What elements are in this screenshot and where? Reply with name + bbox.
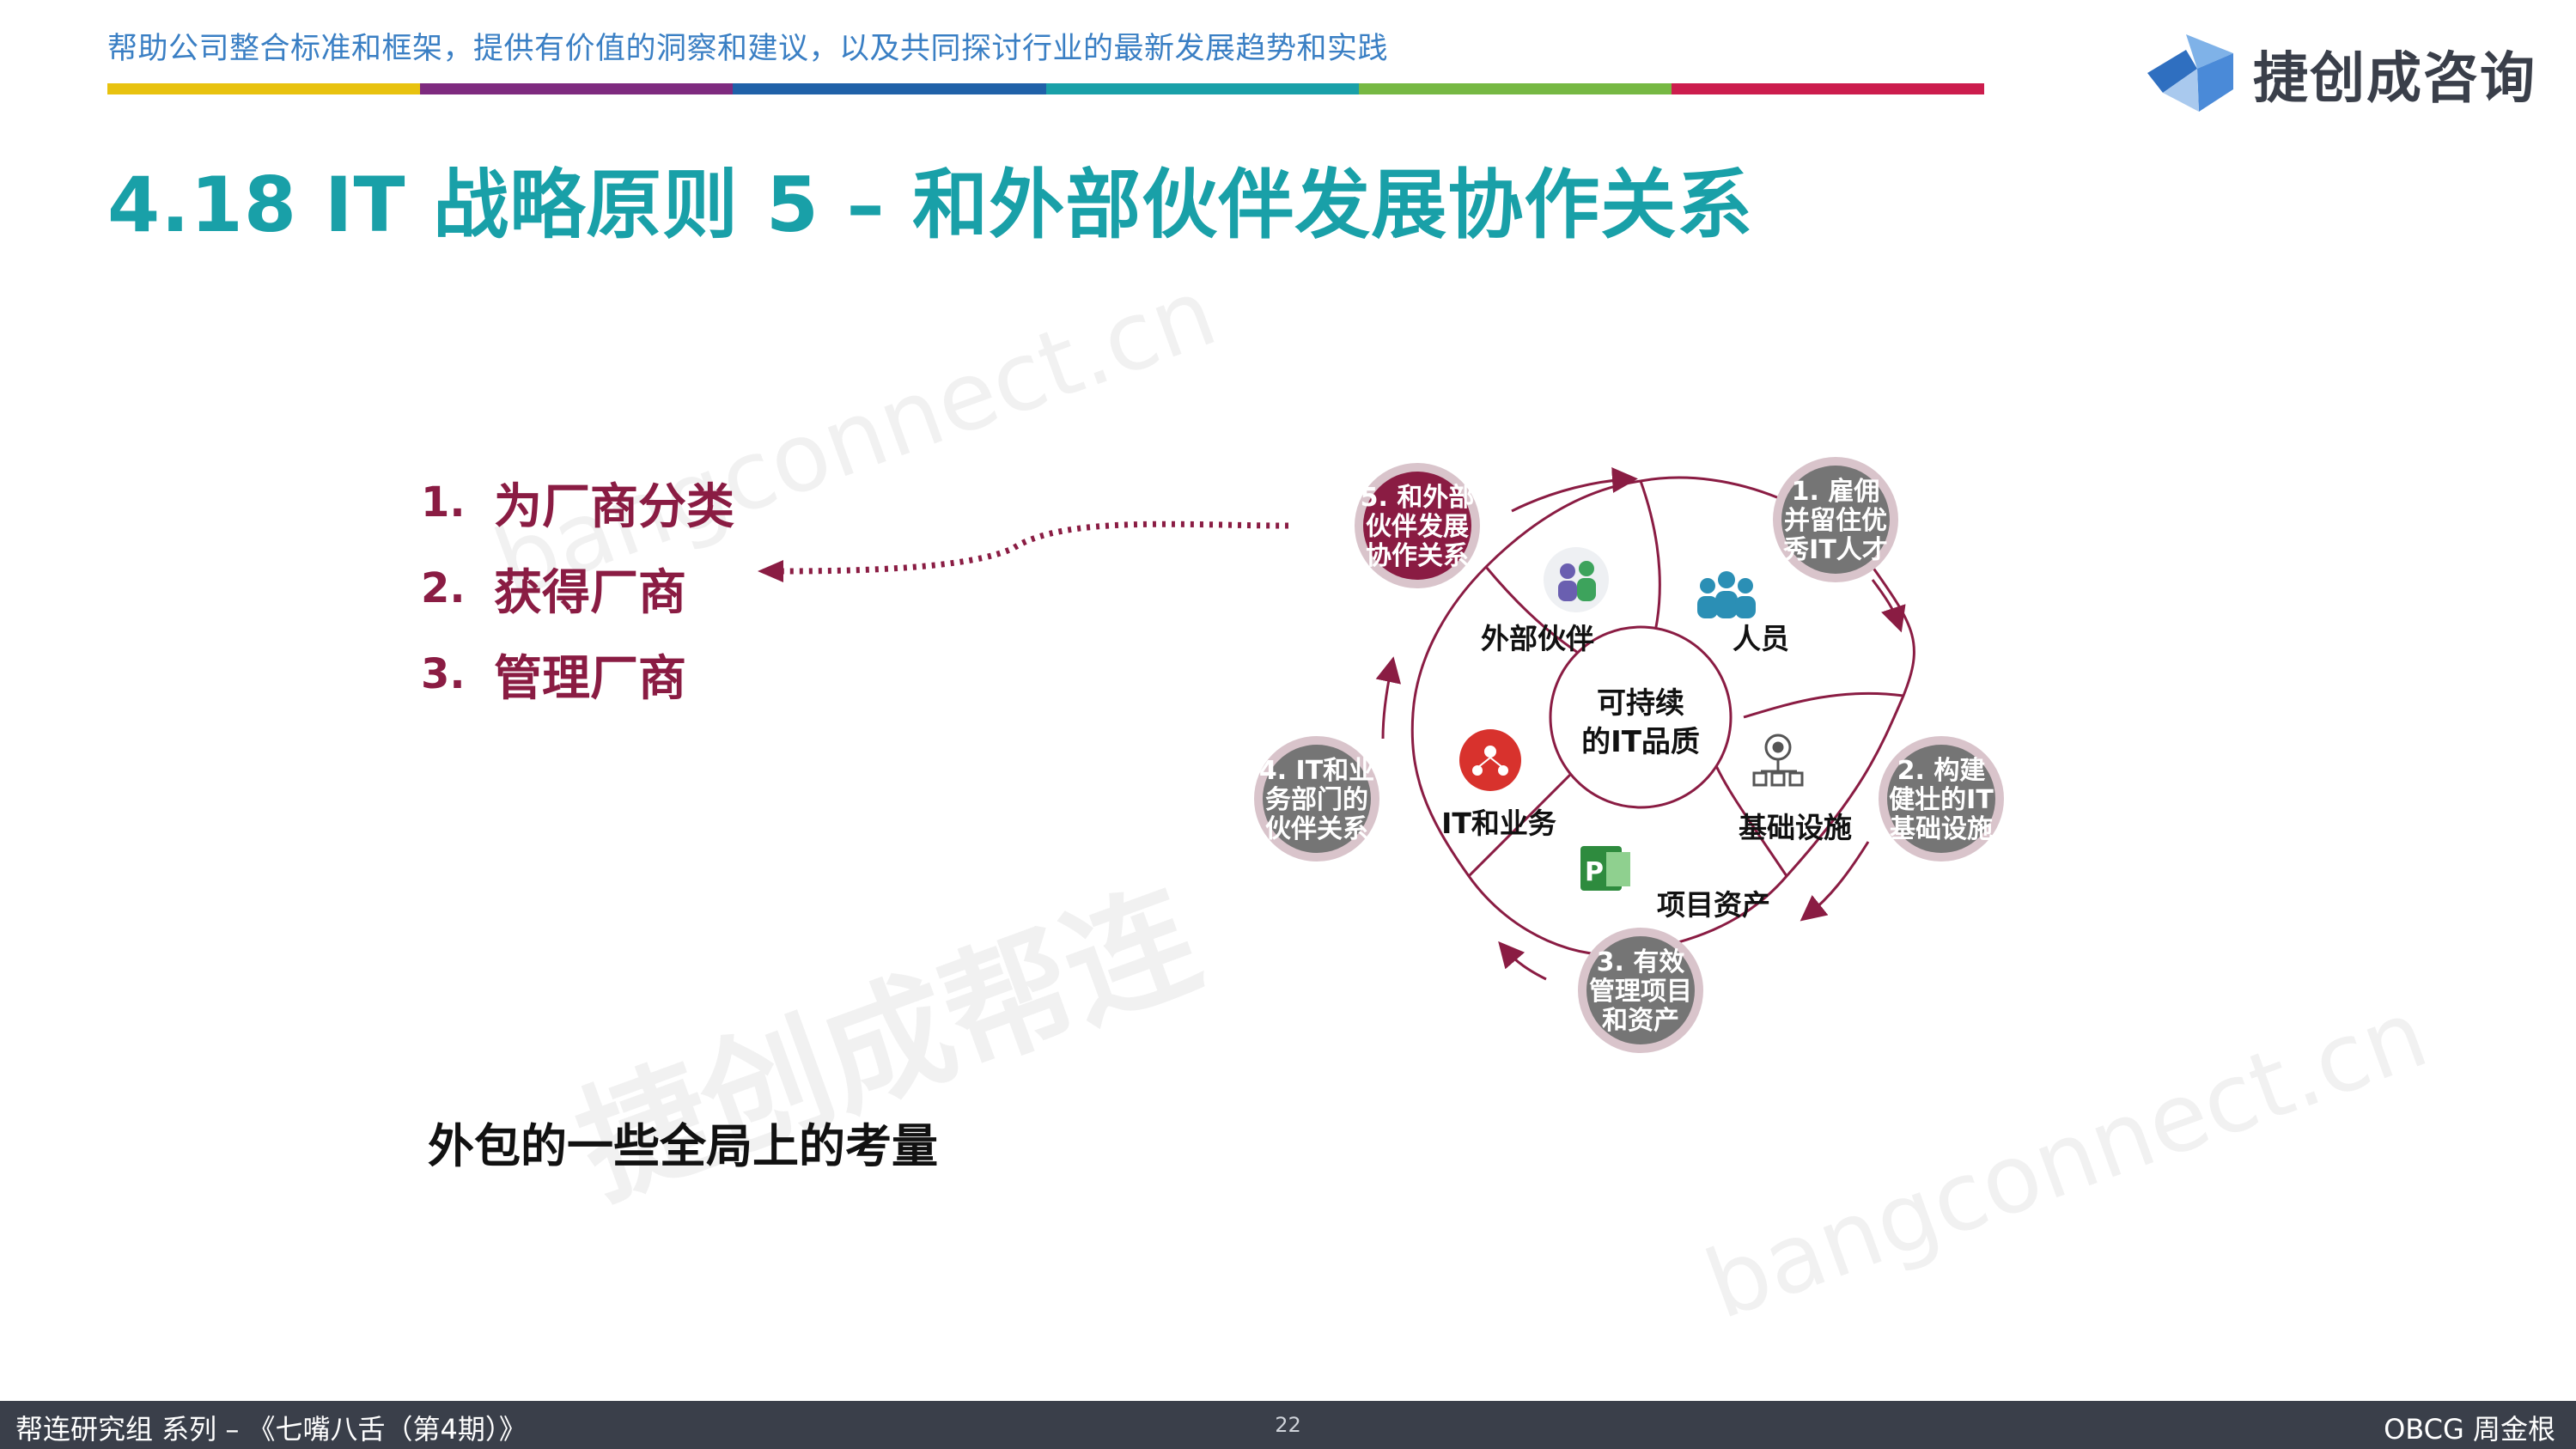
node-label: 和资产 (1602, 1006, 1679, 1036)
segment-label-project-assets: 项目资产 (1657, 888, 1770, 922)
node-5-external-partner-collaboration: 5. 和外部 伙伴发展 协作关系 (1355, 463, 1480, 588)
arrow-head-icon (758, 560, 783, 582)
node-label: 基础设施 (1890, 814, 1993, 844)
list-item-number: 2. (421, 564, 466, 612)
segment-label-external-partners: 外部伙伴 (1481, 622, 1594, 655)
list-item-label: 管理厂商 (494, 650, 686, 707)
node-3-manage-projects-assets: 3. 有效 管理项目 和资产 (1578, 928, 1703, 1053)
list-item-label: 获得厂商 (494, 564, 686, 621)
node-label: 1. 雇佣 (1792, 477, 1880, 507)
list-item: 1. 为厂商分类 (421, 460, 734, 545)
segment-label-people: 人员 (1733, 622, 1789, 655)
color-bar-segment-green (1358, 83, 1672, 94)
list-item-number: 1. (421, 478, 466, 527)
svg-text:P: P (1585, 857, 1604, 887)
header-tagline: 帮助公司整合标准和框架，提供有价值的洞察和建议，以及共同探讨行业的最新发展趋势和… (107, 32, 1389, 66)
center-circle (1549, 625, 1733, 809)
node-label: 协作关系 (1366, 541, 1469, 571)
people-icon (1697, 571, 1756, 618)
node-label: 伙伴关系 (1265, 814, 1368, 844)
company-logo: 捷创成咨询 (2147, 33, 2536, 114)
segment-label-infrastructure: 基础设施 (1739, 811, 1852, 844)
color-bar-segment-blue (733, 83, 1046, 94)
footer-series-label: 帮连研究组 系列 – 《七嘴八舌（第4期）》 (15, 1413, 527, 1446)
segment-label-it-business: IT和业务 (1441, 807, 1556, 840)
node-label: 3. 有效 (1597, 947, 1685, 977)
cycle-direction-arrows (1375, 467, 1906, 981)
color-bar-segment-purple (420, 83, 734, 94)
project-p-icon: P (1580, 846, 1630, 891)
outsourcing-subtitle: 外包的一些全局上的考量 (428, 1119, 938, 1173)
dotted-arrow-connector (758, 521, 1289, 582)
node-2-robust-infrastructure: 2. 构建 健壮的IT 基础设施 (1879, 736, 2004, 861)
list-item: 3. 管理厂商 (421, 631, 734, 717)
node-1-hire-retain-talent: 1. 雇佣 并留住优 秀IT人才 (1773, 457, 1898, 582)
cube-logo-icon (2147, 33, 2233, 112)
color-bar-segment-red (1671, 83, 1985, 94)
logo-text: 捷创成咨询 (2253, 46, 2536, 111)
vendor-list: 1. 为厂商分类 2. 获得厂商 3. 管理厂商 (421, 460, 734, 717)
list-item: 2. 获得厂商 (421, 545, 734, 631)
footer-author: OBCG 周金根 (2384, 1413, 2555, 1446)
page-number: 22 (1275, 1413, 1301, 1437)
center-label: 的IT品质 (1581, 725, 1700, 759)
node-label: 5. 和外部 (1361, 483, 1475, 513)
node-label: 伙伴发展 (1366, 512, 1469, 542)
header-color-bar (107, 83, 1985, 94)
node-label: 2. 构建 (1897, 756, 1986, 786)
node-label: 管理项目 (1589, 977, 1692, 1007)
node-label: 秀IT人才 (1782, 535, 1888, 565)
node-label: 4. IT和业 (1259, 756, 1374, 786)
list-item-number: 3. (421, 650, 466, 698)
list-item-label: 为厂商分类 (494, 478, 734, 535)
footer-bar: 帮连研究组 系列 – 《七嘴八舌（第4期）》 22 OBCG 周金根 (0, 1401, 2576, 1449)
node-label: 并留住优 (1784, 506, 1887, 536)
color-bar-segment-teal (1045, 83, 1359, 94)
external-partners-people-icon (1544, 547, 1609, 612)
it-business-network-icon (1459, 729, 1521, 791)
node-4-it-business-partnership: 4. IT和业 务部门的 伙伴关系 (1254, 736, 1379, 861)
page-title: 4.18 IT 战略原则 5 – 和外部伙伴发展协作关系 (107, 161, 1754, 249)
node-label: 健壮的IT (1889, 785, 1994, 815)
color-bar-segment-yellow (107, 83, 421, 94)
infrastructure-gear-icon (1752, 734, 1804, 787)
it-quality-cycle-diagram: 可持续 的IT品质 人员 基础设施 项目资产 IT和业务 外部伙伴 P 1. 雇… (1254, 457, 2004, 1053)
node-label: 务部门的 (1265, 785, 1368, 815)
center-label: 可持续 (1597, 686, 1684, 721)
